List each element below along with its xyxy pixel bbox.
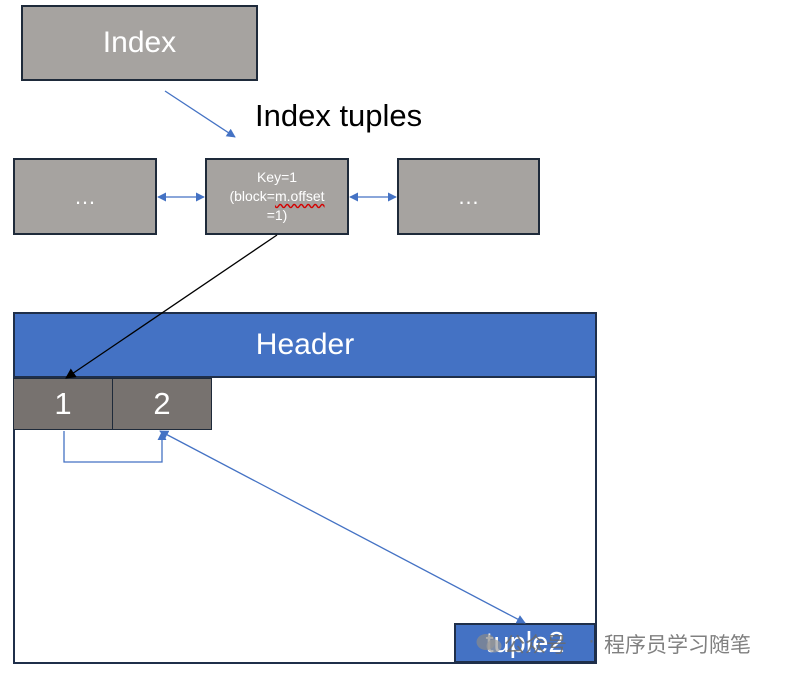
tuple-right-ellipsis: … — [457, 183, 480, 209]
tuple-left-box: … — [13, 158, 157, 235]
tuple-key-line2a: (block= — [229, 188, 275, 204]
tuple-right-box: … — [397, 158, 540, 235]
watermark-dot: · — [588, 629, 595, 652]
page-header: Header — [13, 312, 597, 378]
tuple-key-box: Key=1 (block=m.offset =1) — [205, 158, 349, 235]
tuple-key-line3: =1) — [266, 207, 288, 223]
slot-1-label: 1 — [54, 386, 72, 421]
tuple-key-line2: (block=m.offset — [229, 187, 324, 206]
tuple-key-line2b: m.offset — [274, 188, 325, 204]
tuple-key-line1: Key=1 — [256, 169, 298, 185]
watermark-prefix: 公众号 — [504, 634, 567, 657]
wechat-icon — [476, 634, 502, 653]
watermark: 公众号 · 程序员学习随笔 — [476, 628, 776, 658]
slot2-to-tuple2-arrow — [159, 430, 526, 624]
index-label: Index — [102, 26, 177, 59]
tuple-left-ellipsis: … — [74, 183, 96, 209]
slot-2: 2 — [112, 378, 212, 430]
page-header-label: Header — [255, 328, 355, 361]
tuple-to-slot1-arrow — [65, 234, 278, 379]
index-box: Index — [21, 5, 258, 81]
index-tuples-label: Index tuples — [255, 98, 423, 133]
watermark-name: 程序员学习随笔 — [604, 634, 751, 657]
index-to-tuples-arrow — [164, 90, 236, 138]
slot-1: 1 — [13, 378, 113, 430]
slot1-to-slot2-arrow — [63, 431, 167, 463]
slot-2-label: 2 — [153, 386, 171, 421]
